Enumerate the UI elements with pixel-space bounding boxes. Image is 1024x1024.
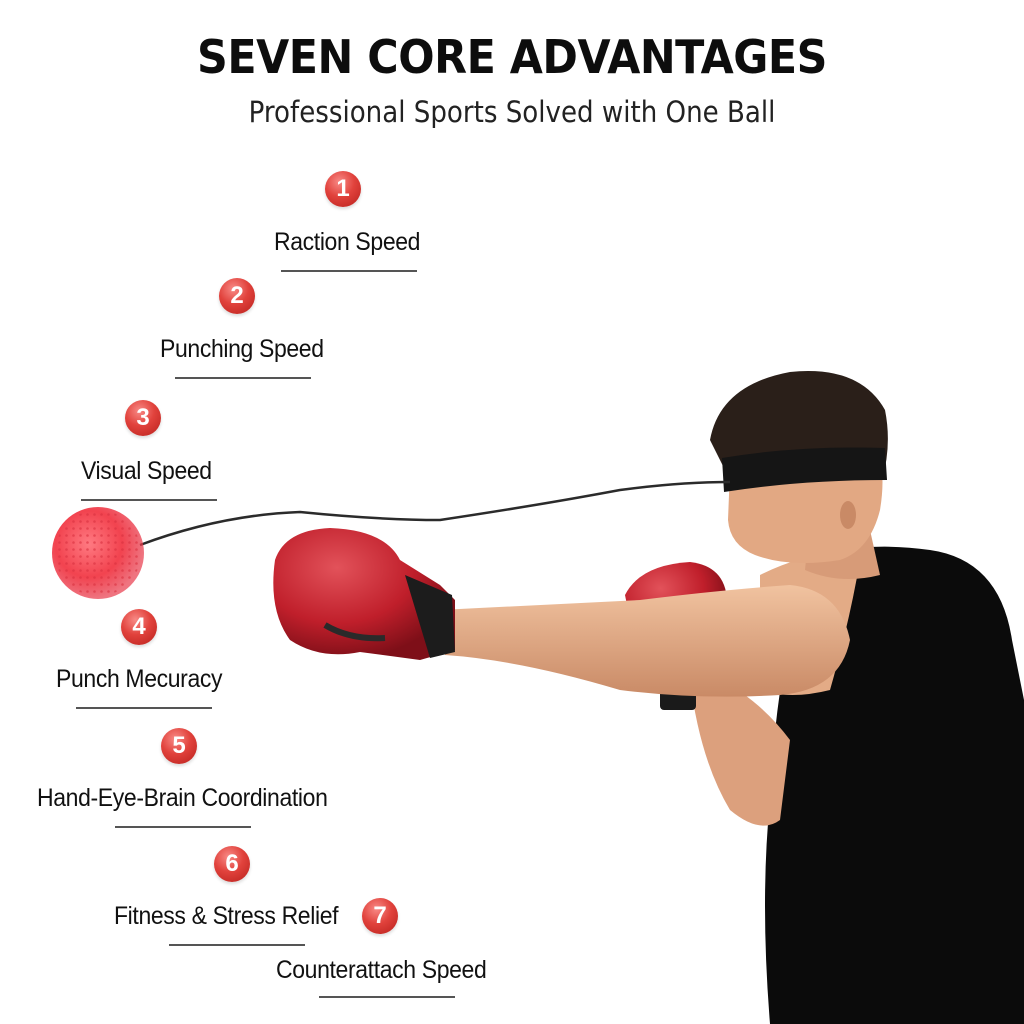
page-title: SEVEN CORE ADVANTAGES	[197, 30, 827, 84]
advantage-label-1: Raction Speed	[274, 228, 421, 256]
punching-arm	[440, 585, 850, 697]
divider-3	[81, 499, 217, 501]
number-badge-2: 2	[219, 278, 255, 314]
number-badge-4: 4	[121, 609, 157, 645]
advantage-label-2: Punching Speed	[160, 335, 324, 363]
divider-1	[281, 270, 417, 272]
boxer-head	[710, 371, 888, 564]
divider-5	[115, 826, 251, 828]
number-badge-7: 7	[362, 898, 398, 934]
number-badge-3: 3	[125, 400, 161, 436]
front-glove	[273, 528, 455, 660]
number-badge-1: 1	[325, 171, 361, 207]
number-badge-6: 6	[214, 846, 250, 882]
elastic-string	[139, 480, 731, 547]
number-badge-5: 5	[161, 728, 197, 764]
divider-2	[175, 377, 311, 379]
divider-6	[169, 944, 305, 946]
reflex-ball	[52, 507, 144, 599]
headband	[722, 447, 887, 492]
advantage-label-5: Hand-Eye-Brain Coordination	[37, 784, 328, 812]
divider-7	[319, 996, 455, 998]
advantage-label-6: Fitness & Stress Relief	[114, 902, 339, 930]
advantage-label-7: Counterattach Speed	[276, 956, 487, 984]
advantage-label-3: Visual Speed	[81, 457, 212, 485]
page-subtitle: Professional Sports Solved with One Ball	[248, 95, 776, 129]
divider-4	[76, 707, 212, 709]
advantage-label-4: Punch Mecuracy	[56, 665, 223, 693]
